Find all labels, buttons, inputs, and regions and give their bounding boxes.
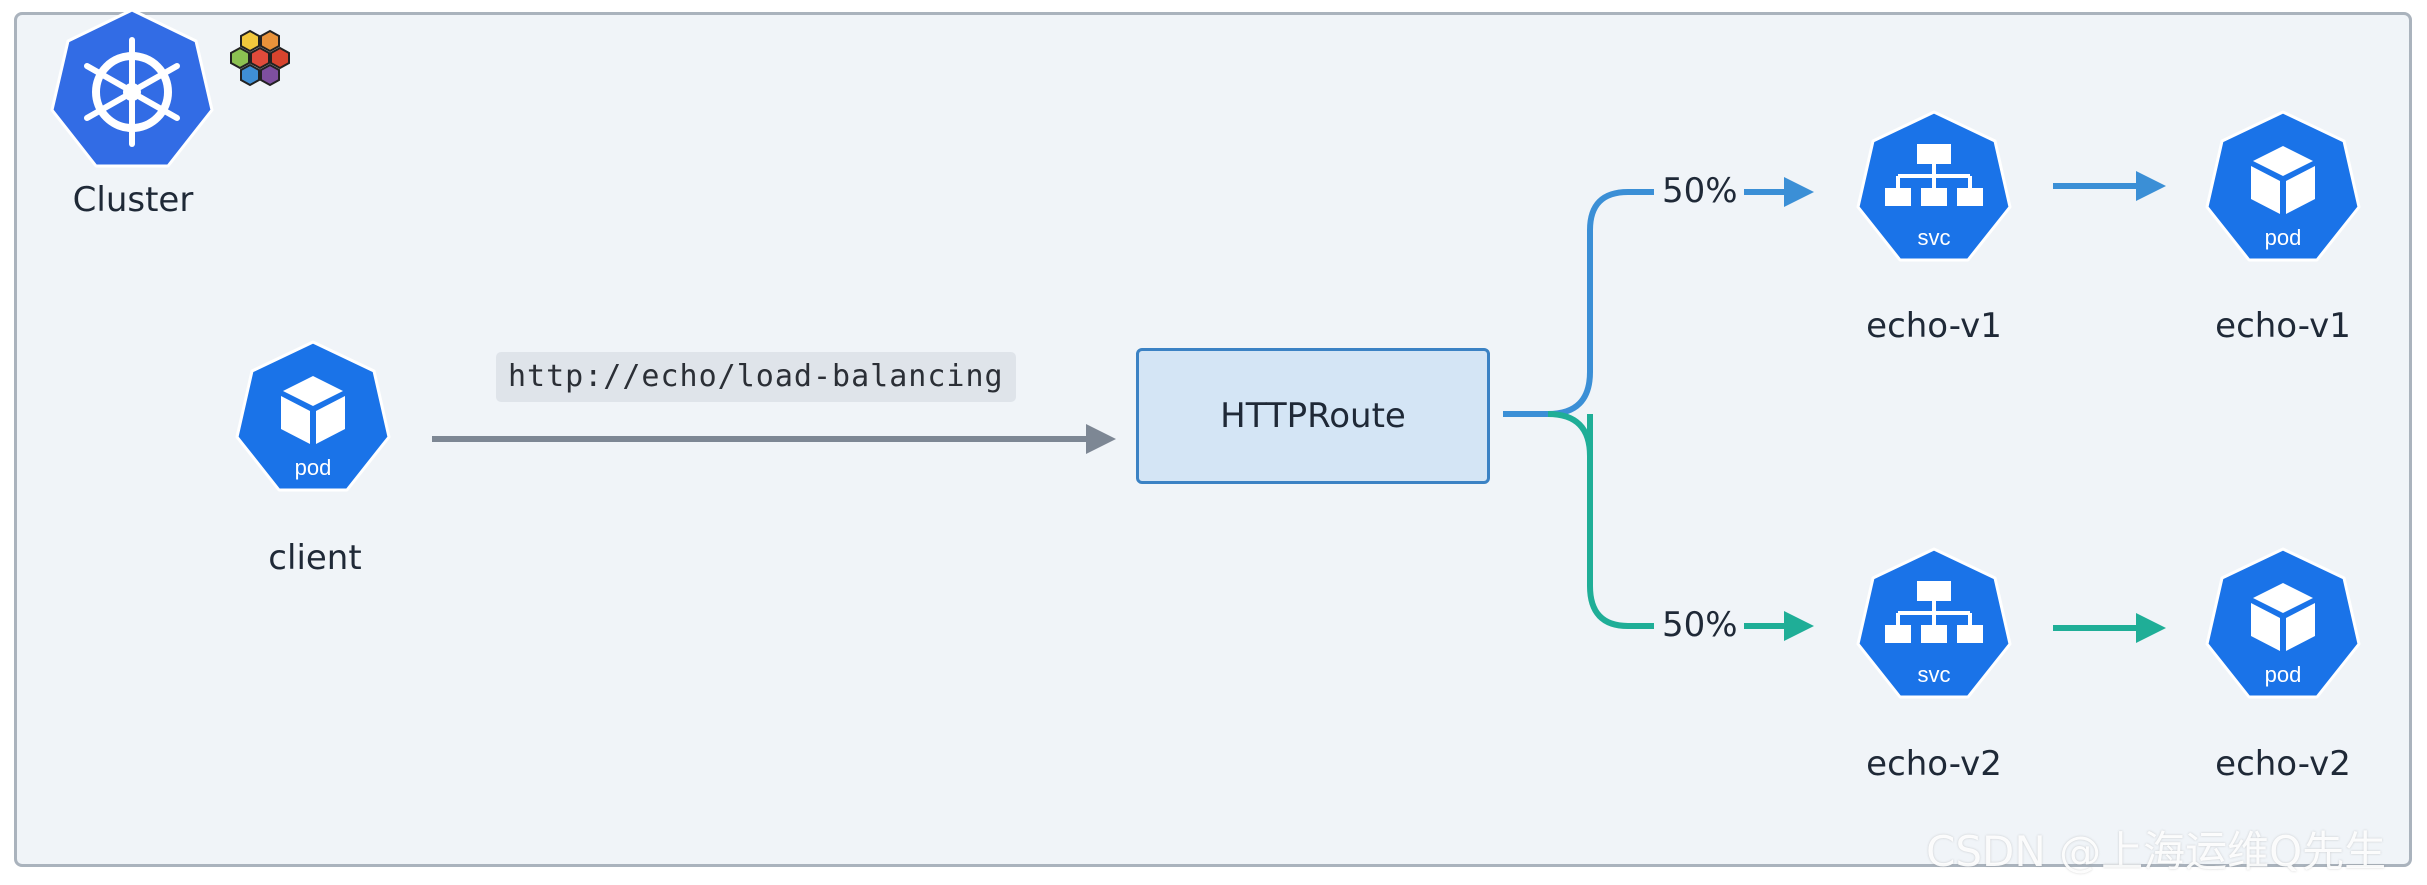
kubernetes-helm-icon [50, 8, 214, 168]
service-icon-text-v1: svc [1918, 225, 1951, 250]
weight-label-v2: 50% [1662, 605, 1738, 645]
request-url: http://echo/load-balancing [496, 352, 1016, 402]
watermark: CSDN @上海运维Q先生 [1926, 827, 2387, 876]
service-icon-echo-v2: svc [1856, 547, 2012, 699]
branch-path-v2 [1587, 414, 1654, 629]
client-pod-icon: pod [235, 340, 391, 492]
branch-path-v1 [1503, 189, 1654, 417]
cluster-label: Cluster [72, 180, 194, 220]
client-label: client [268, 538, 362, 578]
service-label-v2: echo-v2 [1866, 744, 2002, 784]
httproute-label: HTTPRoute [1220, 396, 1406, 436]
pod-label-v1: echo-v1 [2215, 306, 2351, 346]
pod-label-v2: echo-v2 [2215, 744, 2351, 784]
client-pod-icon-text: pod [295, 455, 332, 480]
pod-icon-echo-v2: pod [2205, 547, 2361, 699]
service-label-v1: echo-v1 [1866, 306, 2002, 346]
httproute-box: HTTPRoute [1136, 348, 1490, 484]
weight-label-v1: 50% [1662, 171, 1738, 211]
pod-icon-text-v1: pod [2265, 225, 2302, 250]
pod-icon-text-v2: pod [2265, 662, 2302, 687]
service-icon-echo-v1: svc [1856, 110, 2012, 262]
honeycomb-logo-icon [230, 29, 290, 87]
service-icon-text-v2: svc [1918, 662, 1951, 687]
pod-icon-echo-v1: pod [2205, 110, 2361, 262]
